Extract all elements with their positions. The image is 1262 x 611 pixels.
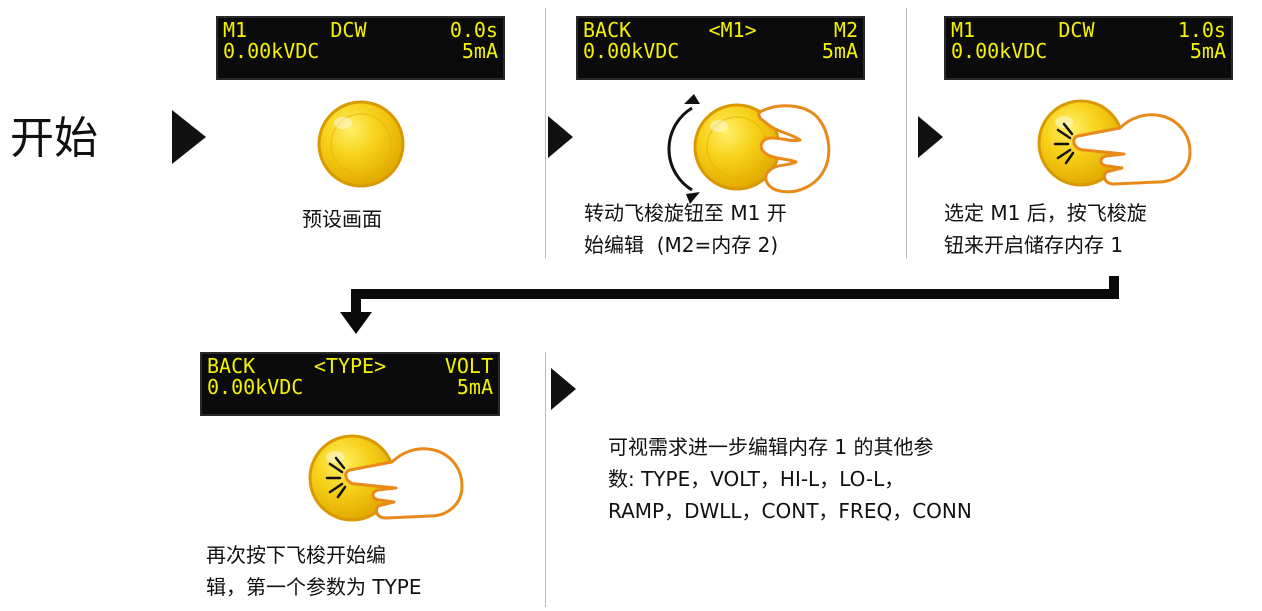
lcd-text: M1 <box>223 18 248 42</box>
lcd-text: 0.00kVDC <box>951 39 1048 63</box>
caption-step2-line1: 转动飞梭旋钮至 M1 开 <box>584 201 787 225</box>
hand-icon <box>757 104 831 194</box>
caption-step4-line1: 再次按下飞梭开始编 <box>206 543 386 567</box>
lcd-text: 1.0s <box>1177 18 1226 42</box>
lcd-text: 5mA <box>821 39 858 63</box>
divider <box>545 8 546 258</box>
lcd-display-memory-open: M1 DCW 1.0s 0.00kVDC 5mA <box>944 16 1233 80</box>
lcd-text: 0.00kVDC <box>207 375 304 399</box>
lcd-text: <TYPE> <box>313 354 387 378</box>
lcd-text: 0.00kVDC <box>223 39 320 63</box>
caption-step4-line2: 辑，第一个参数为 TYPE <box>206 575 422 599</box>
knob-icon <box>317 100 405 188</box>
lcd-text: 5mA <box>461 39 498 63</box>
lcd-text: M2 <box>833 18 858 42</box>
lcd-text: VOLT <box>444 354 493 378</box>
lcd-text: 5mA <box>456 375 493 399</box>
caption-step2-line2: 始编辑 (M2=内存 2) <box>584 233 779 257</box>
note-line1: 可视需求进一步编辑内存 1 的其他参 <box>608 435 934 459</box>
lcd-text: 0.00kVDC <box>583 39 680 63</box>
flow-arrow-icon <box>340 312 372 334</box>
caption-step1: 预设画面 <box>302 207 382 231</box>
lcd-text: 0.0s <box>449 18 498 42</box>
pointing-hand-icon <box>344 447 464 520</box>
divider <box>906 8 907 258</box>
flow-connector <box>351 276 1119 318</box>
caption-step3-line2: 钮来开启储存内存 1 <box>944 233 1124 257</box>
step-arrow-icon <box>918 116 943 158</box>
lcd-display-preset: M1 DCW 0.0s 0.00kVDC 5mA <box>216 16 505 80</box>
pointing-hand-icon <box>1072 113 1192 186</box>
step-arrow-icon <box>551 368 576 410</box>
lcd-text: M1 <box>951 18 976 42</box>
lcd-text: 5mA <box>1189 39 1226 63</box>
start-label: 开始 <box>10 113 98 164</box>
note-line2: 数: TYPE，VOLT，HI-L，LO-L， <box>608 467 905 491</box>
lcd-text: DCW <box>330 18 367 42</box>
divider <box>545 352 546 607</box>
caption-step3-line1: 选定 M1 后，按飞梭旋 <box>944 201 1147 225</box>
lcd-text: DCW <box>1058 18 1095 42</box>
lcd-display-select-memory: BACK <M1> M2 0.00kVDC 5mA <box>576 16 865 80</box>
lcd-text: BACK <box>583 18 632 42</box>
note-line3: RAMP，DWLL，CONT，FREQ，CONN <box>608 499 972 523</box>
step-arrow-icon <box>172 110 206 164</box>
lcd-display-type-edit: BACK <TYPE> VOLT 0.00kVDC 5mA <box>200 352 500 416</box>
lcd-text: BACK <box>207 354 256 378</box>
lcd-text: <M1> <box>708 18 757 42</box>
step-arrow-icon <box>548 116 573 158</box>
